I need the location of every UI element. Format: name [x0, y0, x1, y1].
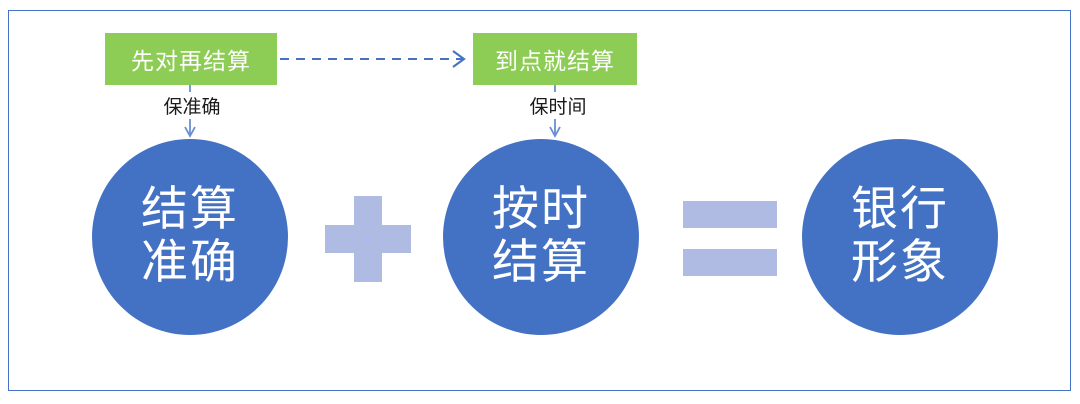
circle-text-line-1: 结算 [141, 184, 239, 237]
equals-icon-bar-top [683, 201, 777, 228]
process-box-label: 到点就结算 [495, 48, 615, 74]
circle-bank-image[interactable]: 银行 形象 [802, 139, 998, 335]
circle-text-line-2: 形象 [851, 237, 949, 289]
annotation-ensure-accuracy: 保准确 [130, 92, 254, 119]
circle-text-line-2: 结算 [492, 237, 590, 289]
process-box-settle-on-time[interactable]: 到点就结算 [473, 33, 637, 85]
plus-icon [325, 196, 411, 282]
process-box-label: 先对再结算 [131, 48, 251, 74]
process-box-verify-then-settle[interactable]: 先对再结算 [105, 33, 277, 85]
plus-icon-bar-vertical [354, 196, 382, 282]
equals-icon-bar-bottom [683, 249, 777, 276]
circle-timely-settlement[interactable]: 按时 结算 [443, 139, 639, 335]
circle-text-line-1: 银行 [851, 184, 949, 237]
equals-icon [683, 201, 777, 276]
annotation-ensure-timeliness: 保时间 [496, 92, 620, 119]
circle-text-line-2: 准确 [141, 237, 239, 289]
circle-text-line-1: 按时 [492, 184, 590, 237]
diagram-frame [8, 10, 1071, 391]
circle-accurate-settlement[interactable]: 结算 准确 [92, 139, 288, 335]
